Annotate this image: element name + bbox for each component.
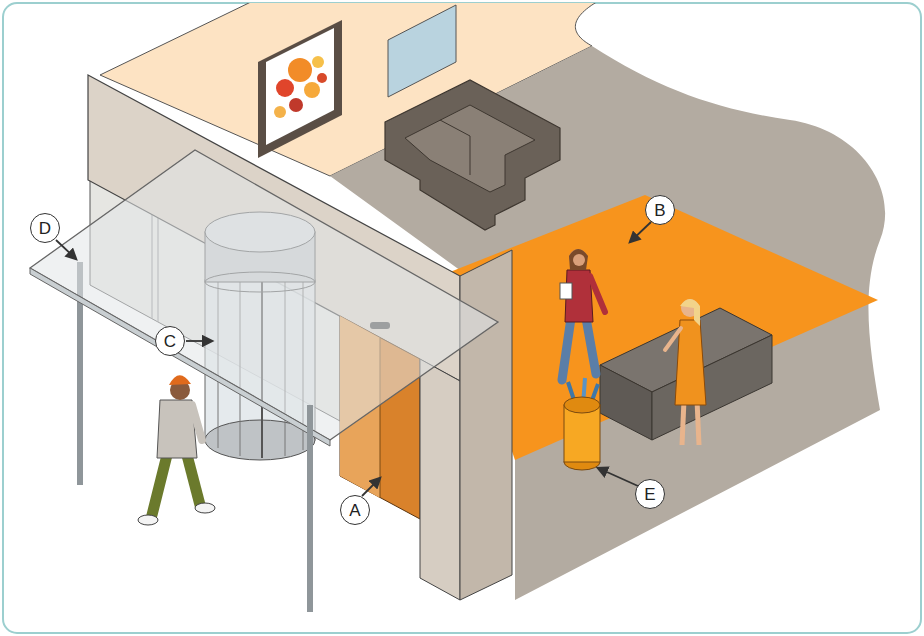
canopy-part: [307, 405, 313, 612]
walking-man-part: [195, 503, 215, 513]
walking-man-part: [192, 405, 202, 440]
visitor-with-clipboard-part: [573, 254, 585, 266]
callout-letter: D: [30, 213, 60, 243]
painting-part: [274, 106, 286, 118]
painting-part: [266, 28, 334, 145]
canopy: [30, 150, 498, 612]
walking-man-part: [169, 375, 191, 385]
callout-letter: B: [645, 195, 675, 225]
carpet: [450, 195, 878, 460]
callout-letter: C: [155, 326, 185, 356]
receptionist-visitor-part: [682, 400, 684, 445]
visitor-with-clipboard-part: [586, 318, 596, 374]
window: [388, 5, 456, 97]
front-facade-part: [420, 359, 460, 600]
leader-arrows-part: [630, 222, 651, 242]
sofa: [385, 80, 560, 230]
painting-part: [312, 56, 324, 68]
walking-man-part: [138, 515, 158, 525]
visitor-with-clipboard-part: [562, 318, 571, 380]
receptionist-visitor-part: [680, 299, 700, 326]
walking-man-part: [187, 455, 200, 505]
visitor-with-clipboard-part: [560, 283, 572, 299]
receptionist-visitor: [665, 299, 706, 445]
sofa-part: [405, 105, 535, 192]
visitor-with-clipboard-part: [590, 276, 605, 312]
sofa-part: [470, 136, 471, 175]
sofa-part: [385, 80, 560, 230]
receptionist-visitor-part: [697, 400, 699, 445]
reception-desk-part: [600, 365, 652, 440]
visitor-with-clipboard: [560, 249, 605, 380]
umbrella-stand-part: [564, 397, 600, 413]
painting-part: [276, 79, 294, 97]
callout-letter: E: [635, 479, 665, 509]
painting: [258, 20, 342, 158]
sofa-part: [440, 120, 470, 136]
walking-man-part: [152, 455, 167, 515]
painting-part: [317, 73, 327, 83]
painting-part: [304, 82, 320, 98]
canopy-part: [30, 150, 498, 440]
receptionist-visitor-part: [665, 328, 681, 350]
reception-desk-part: [652, 335, 772, 440]
leader-arrows-part: [362, 478, 380, 496]
front-facade-part: [460, 250, 512, 600]
leader-arrows-part: [186, 340, 212, 342]
leader-arrows: [56, 222, 651, 496]
painting-part: [288, 58, 312, 82]
umbrella-stand: [564, 378, 600, 470]
painting-part: [258, 20, 342, 158]
reception-desk: [600, 308, 772, 440]
visitor-with-clipboard-part: [569, 249, 588, 270]
umbrella-stand-part: [564, 405, 600, 462]
painting-part: [289, 98, 303, 112]
callout-letter: A: [340, 495, 370, 525]
frame: [3, 3, 921, 633]
leader-arrows-part: [598, 468, 638, 486]
leader-arrows-part: [56, 240, 76, 259]
walking-man: [138, 375, 215, 525]
